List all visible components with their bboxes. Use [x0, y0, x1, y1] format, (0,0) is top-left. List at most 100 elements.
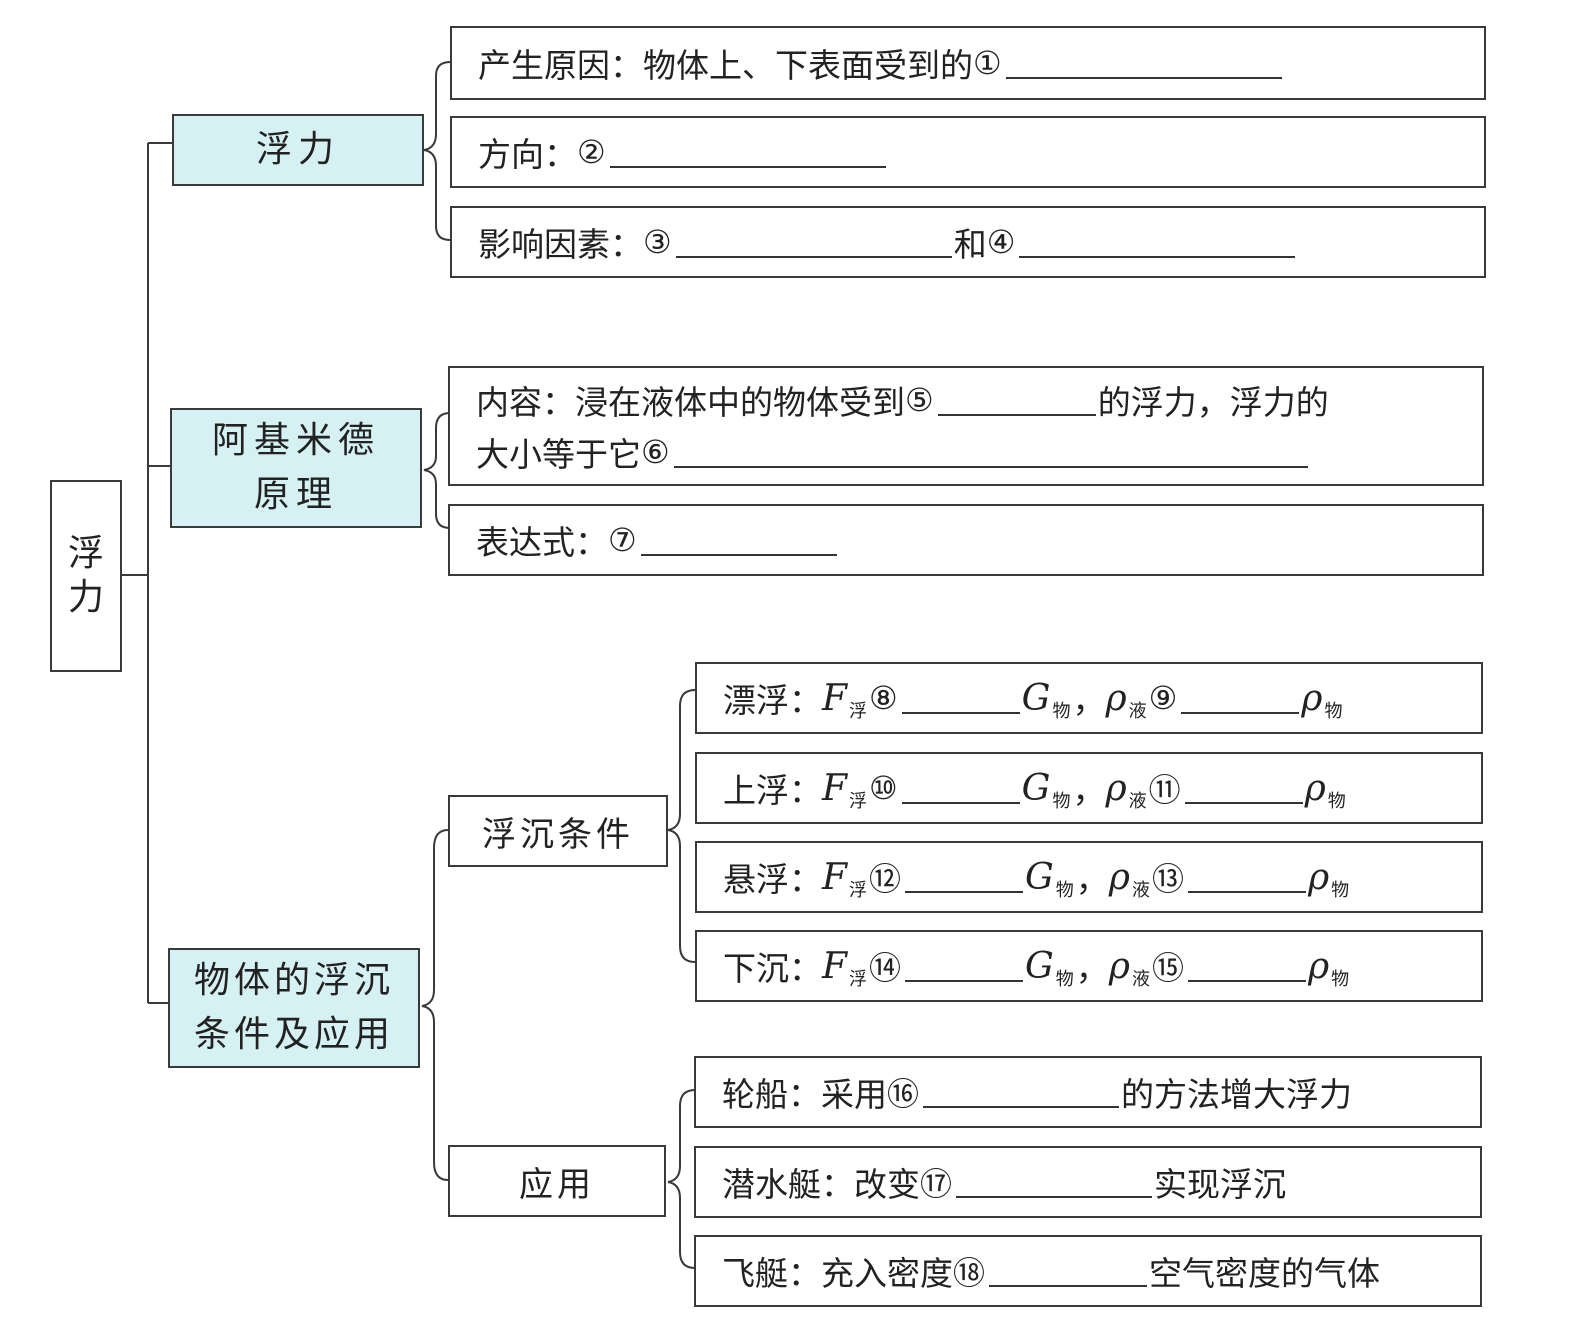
category-archimedes: 阿基米德 原理 [170, 408, 422, 528]
subscript-float: 浮 [848, 791, 869, 812]
subscript-float: 浮 [848, 969, 869, 990]
factors-label: 影响因素： [478, 225, 643, 264]
application-row: 飞艇： 充入密度 ⑱ 空气密度的气体 [694, 1235, 1482, 1307]
factors-and: 和 [953, 225, 987, 264]
symbol-F: F [822, 856, 849, 898]
answer-blank-12[interactable] [905, 861, 1023, 893]
subscript-liquid: 液 [1131, 880, 1152, 901]
answer-blank-16[interactable] [923, 1076, 1120, 1108]
subscript-object: 物 [1331, 969, 1352, 990]
root-title-line2: 力 [67, 577, 104, 618]
comma: ， [1075, 949, 1109, 988]
symbol-F: F [822, 767, 849, 809]
subcategory-conditions-label: 浮沉条件 [482, 814, 634, 855]
answer-blank-14[interactable] [905, 950, 1023, 982]
application-pre: 改变 [854, 1165, 920, 1204]
answer-blank-17[interactable] [956, 1166, 1153, 1198]
leaf-formula: 表达式： ⑦ [448, 504, 1484, 576]
blank-number-3: ③ [643, 223, 674, 261]
symbol-F: F [822, 945, 849, 987]
symbol-rho: ρ [1108, 945, 1132, 987]
symbol-G: G [1025, 856, 1056, 898]
blank-number-2: ② [577, 133, 608, 171]
answer-blank-11[interactable] [1184, 772, 1303, 804]
cause-text: 物体上、下表面受到的 [643, 46, 973, 85]
answer-blank-3[interactable] [675, 226, 952, 258]
application-label: 飞艇： [722, 1254, 821, 1293]
symbol-F: F [822, 677, 849, 719]
subscript-liquid: 液 [1128, 701, 1149, 722]
content-label: 内容： [476, 383, 575, 422]
subcategory-conditions: 浮沉条件 [448, 795, 668, 867]
application-pre: 采用 [821, 1075, 887, 1114]
application-row: 潜水艇： 改变 ⑰ 实现浮沉 [694, 1146, 1482, 1218]
symbol-rho: ρ [1307, 856, 1332, 898]
blank-number-10: ⑩ [868, 769, 900, 807]
blank-number-9: ⑨ [1148, 679, 1180, 717]
application-post: 空气密度的气体 [1149, 1254, 1381, 1293]
subscript-object: 物 [1327, 791, 1348, 812]
subscript-object: 物 [1331, 880, 1352, 901]
answer-blank-7[interactable] [640, 524, 837, 556]
answer-blank-5[interactable] [937, 384, 1096, 416]
symbol-rho: ρ [1105, 677, 1129, 719]
root-title-line1: 浮 [67, 533, 104, 574]
comma: ， [1072, 681, 1106, 720]
application-post: 的方法增大浮力 [1121, 1075, 1353, 1114]
blank-number-1: ① [973, 44, 1004, 82]
blank-number-17: ⑰ [920, 1165, 955, 1203]
symbol-G: G [1021, 767, 1053, 809]
leaf-direction: 方向： ② [450, 116, 1486, 188]
answer-blank-2[interactable] [609, 136, 886, 168]
answer-blank-8[interactable] [901, 682, 1020, 714]
subscript-object: 物 [1324, 701, 1345, 722]
category-archimedes-line2: 原理 [253, 474, 338, 515]
comma: ， [1075, 860, 1109, 899]
answer-blank-10[interactable] [901, 772, 1020, 804]
answer-blank-15[interactable] [1187, 950, 1306, 982]
blank-number-7: ⑦ [608, 521, 639, 559]
answer-blank-18[interactable] [989, 1255, 1148, 1287]
application-row: 轮船： 采用 ⑯ 的方法增大浮力 [694, 1056, 1482, 1128]
content-row-1: 内容： 浸在液体中的物体受到 ⑤ 的浮力，浮力的 [476, 374, 1329, 426]
subcategory-applications: 应用 [448, 1145, 666, 1217]
leaf-cause: 产生原因： 物体上、下表面受到的 ① [450, 26, 1486, 100]
application-post: 实现浮沉 [1154, 1165, 1287, 1204]
blank-number-14: ⑭ [868, 949, 903, 987]
condition-label: 上浮： [723, 771, 822, 810]
answer-blank-4[interactable] [1019, 226, 1296, 258]
blank-number-6: ⑥ [641, 433, 672, 471]
answer-blank-9[interactable] [1181, 682, 1300, 714]
symbol-rho: ρ [1304, 767, 1328, 809]
application-label: 轮船： [722, 1075, 821, 1114]
cause-label: 产生原因： [478, 46, 643, 85]
category-sink-float: 物体的浮沉 条件及应用 [168, 948, 420, 1068]
subscript-liquid: 液 [1128, 791, 1149, 812]
leaf-archimedes-content: 内容： 浸在液体中的物体受到 ⑤ 的浮力，浮力的 大小等于它 ⑥ [448, 366, 1484, 486]
answer-blank-13[interactable] [1187, 861, 1306, 893]
subscript-object: 物 [1055, 969, 1076, 990]
symbol-rho: ρ [1108, 856, 1132, 898]
symbol-G: G [1025, 945, 1056, 987]
content-text-1: 浸在液体中的物体受到 [575, 383, 905, 422]
category-buoyancy-label: 浮力 [255, 129, 340, 170]
subcategory-applications-label: 应用 [519, 1164, 595, 1205]
condition-label: 漂浮： [723, 681, 822, 720]
content-row-2: 大小等于它 ⑥ [476, 426, 1310, 478]
blank-number-5: ⑤ [905, 381, 936, 419]
symbol-G: G [1021, 677, 1053, 719]
answer-blank-1[interactable] [1005, 47, 1282, 79]
condition-label: 悬浮： [723, 860, 822, 899]
answer-blank-6[interactable] [673, 436, 1308, 468]
subscript-liquid: 液 [1131, 969, 1152, 990]
subscript-object: 物 [1052, 701, 1073, 722]
category-sink-float-line2: 条件及应用 [193, 1014, 394, 1055]
category-buoyancy: 浮力 [172, 114, 424, 186]
application-label: 潜水艇： [722, 1165, 854, 1204]
formula-label: 表达式： [476, 523, 608, 562]
blank-number-13: ⑬ [1151, 860, 1186, 898]
